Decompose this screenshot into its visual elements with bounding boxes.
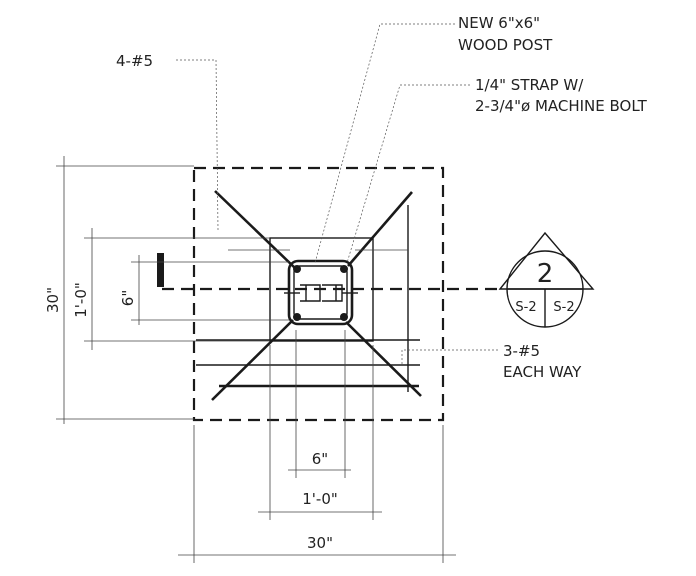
bottom-dimensions bbox=[178, 330, 456, 563]
dim-left-middle: 1'-0" bbox=[72, 282, 90, 318]
rebar-dot bbox=[293, 313, 301, 321]
dim-bottom-overall: 30" bbox=[307, 534, 333, 552]
dim-bottom-inner: 6" bbox=[312, 450, 328, 468]
machine-bolt-left bbox=[300, 284, 321, 302]
section-cut-line bbox=[157, 253, 500, 291]
post-label-line2: WOOD POST bbox=[458, 36, 553, 54]
rebar-dot bbox=[340, 313, 348, 321]
section-sheet-left: S-2 bbox=[515, 300, 536, 315]
bars-each-way-line2: EACH WAY bbox=[503, 363, 582, 381]
section-cut-end-mark bbox=[157, 253, 164, 287]
leader-lines bbox=[176, 23, 498, 365]
strap-label-line2: 2-3/4"ø MACHINE BOLT bbox=[475, 97, 648, 115]
dim-left-inner: 6" bbox=[119, 290, 137, 306]
dim-left-overall: 30" bbox=[44, 287, 62, 313]
strap-label-line1: 1/4" STRAP W/ bbox=[475, 76, 584, 94]
bars-vertical-label: 4-#5 bbox=[116, 52, 153, 70]
post-label-line1: NEW 6"x6" bbox=[458, 14, 540, 32]
diagonal-bars bbox=[211, 190, 422, 401]
dim-bottom-middle: 1'-0" bbox=[302, 490, 338, 508]
bars-each-way-line1: 3-#5 bbox=[503, 342, 540, 360]
horizontal-bars bbox=[196, 205, 420, 392]
section-number: 2 bbox=[537, 259, 554, 289]
rebar-dot bbox=[293, 265, 301, 273]
rebar-dot bbox=[340, 265, 348, 273]
wood-post bbox=[284, 259, 358, 326]
left-dimensions bbox=[56, 156, 289, 424]
section-sheet-right: S-2 bbox=[553, 300, 574, 315]
section-marker: 2 S-2 S-2 bbox=[498, 231, 595, 328]
machine-bolt-right bbox=[322, 284, 343, 302]
footing-outline bbox=[192, 166, 445, 422]
